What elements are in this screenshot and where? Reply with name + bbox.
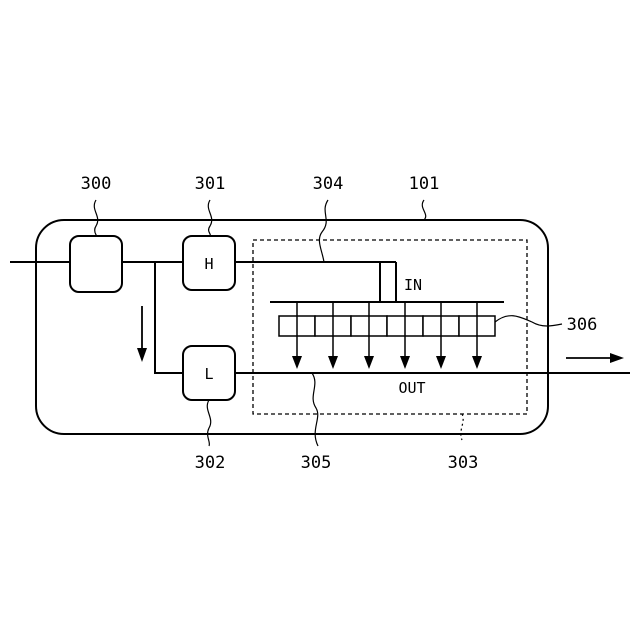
cell-arrow-head-2 xyxy=(328,356,338,369)
cell-arrow-head-1 xyxy=(292,356,302,369)
leader-302 xyxy=(207,400,210,446)
ref-304: 304 xyxy=(313,174,344,194)
cell-arrow-head-6 xyxy=(472,356,482,369)
ref-302: 302 xyxy=(195,453,226,473)
cell-arrow-head-3 xyxy=(364,356,374,369)
down-arrow-head xyxy=(137,348,147,362)
ref-301: 301 xyxy=(195,174,226,194)
branch-to-l xyxy=(155,262,183,373)
block-h-label: H xyxy=(204,255,213,273)
output-arrow-head xyxy=(610,353,624,363)
cell-arrow-head-5 xyxy=(436,356,446,369)
cell-row xyxy=(279,316,495,336)
cell-arrow-heads xyxy=(292,356,482,369)
leader-101 xyxy=(422,200,425,220)
ref-305: 305 xyxy=(301,453,332,473)
ref-101: 101 xyxy=(409,174,440,194)
in-label: IN xyxy=(404,276,422,294)
block-l-label: L xyxy=(204,365,213,383)
leader-305 xyxy=(312,373,318,446)
leader-304 xyxy=(319,200,328,262)
leader-301 xyxy=(208,200,211,236)
block-300 xyxy=(70,236,122,292)
out-label: OUT xyxy=(398,379,425,397)
ref-306: 306 xyxy=(567,315,598,335)
leader-300 xyxy=(94,200,97,236)
ref-303: 303 xyxy=(448,453,479,473)
cell-arrow-head-4 xyxy=(400,356,410,369)
ref-300: 300 xyxy=(81,174,112,194)
h-to-in-line xyxy=(235,262,380,302)
leader-303 xyxy=(461,414,463,440)
leader-306 xyxy=(495,316,562,326)
